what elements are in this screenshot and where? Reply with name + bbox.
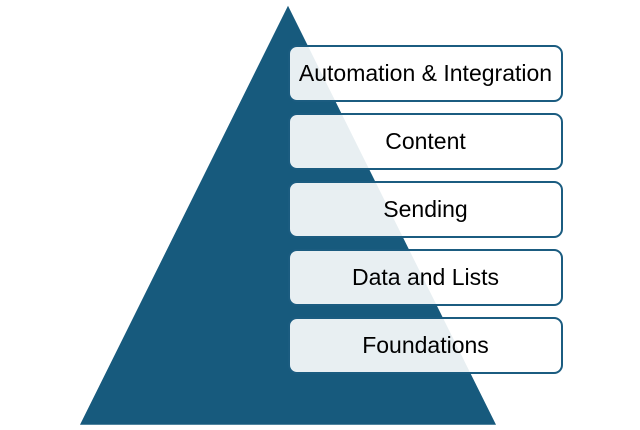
- pyramid-level-sending: Sending: [288, 181, 563, 238]
- pyramid-level-label: Foundations: [362, 332, 489, 358]
- pyramid-level-label: Sending: [383, 196, 468, 222]
- pyramid-level-foundations: Foundations: [288, 317, 563, 374]
- pyramid-level-label: Content: [385, 128, 466, 154]
- pyramid-level-content: Content: [288, 113, 563, 170]
- pyramid-level-automation-integration: Automation & Integration: [288, 45, 563, 102]
- pyramid-level-label: Data and Lists: [351, 264, 500, 290]
- pyramid-level-label: Automation & Integration: [298, 60, 553, 86]
- pyramid-level-data-and-lists: Data and Lists: [288, 249, 563, 306]
